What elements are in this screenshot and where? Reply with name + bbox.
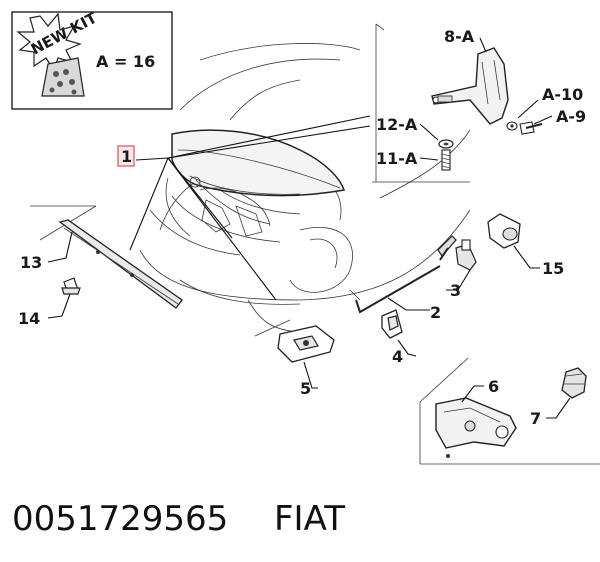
callout-a10: A-10 [542, 85, 583, 104]
callout-8a: 8-A [444, 27, 475, 46]
part-15-buffer [487, 213, 521, 249]
car-body-outline [30, 43, 471, 337]
part-1-tailgate [165, 129, 345, 237]
part-8a-hinge [431, 47, 509, 125]
callout-7: 7 [530, 409, 541, 428]
part-a10-washer [506, 121, 518, 131]
kit-quantity-label: A = 16 [96, 52, 155, 71]
part-12a-washer [438, 139, 454, 149]
callout-1: 1 [117, 145, 135, 167]
callout-13: 13 [20, 253, 42, 272]
callout-5: 5 [300, 379, 311, 398]
callout-14: 14 [18, 309, 40, 328]
callout-15: 15 [542, 259, 564, 278]
engine-bay-detail [189, 176, 271, 237]
svg-text:1: 1 [121, 147, 132, 166]
callout-11a: 11-A [376, 149, 418, 168]
callout-4: 4 [392, 347, 403, 366]
callout-6: 6 [488, 377, 499, 396]
kit-bag-icon [41, 57, 85, 97]
part-14-clip [61, 277, 81, 295]
callout-3: 3 [450, 281, 461, 300]
part-4-bushing [381, 309, 403, 339]
callout-2: 2 [430, 303, 441, 322]
part-13-seal-strip [58, 219, 183, 309]
callout-a9: A-9 [556, 107, 586, 126]
caption-brand: FIAT [274, 499, 345, 539]
hinge-group-bracket [372, 23, 470, 183]
part-7-nut [561, 367, 587, 399]
kit-box: NEW KIT A = 16 [11, 8, 173, 110]
part-2-support-rod [355, 235, 457, 314]
part-3-clip [455, 239, 477, 271]
leader-lines [47, 37, 571, 419]
caption-part-number: 0051729565 [12, 499, 228, 539]
callout-12a: 12-A [376, 115, 418, 134]
part-11a-bolt [441, 149, 451, 171]
inset-bracket [419, 357, 600, 465]
part-5-latch-bracket [277, 325, 335, 363]
part-6-lock-mechanism [435, 397, 517, 458]
part-a9-bolt [519, 121, 543, 135]
